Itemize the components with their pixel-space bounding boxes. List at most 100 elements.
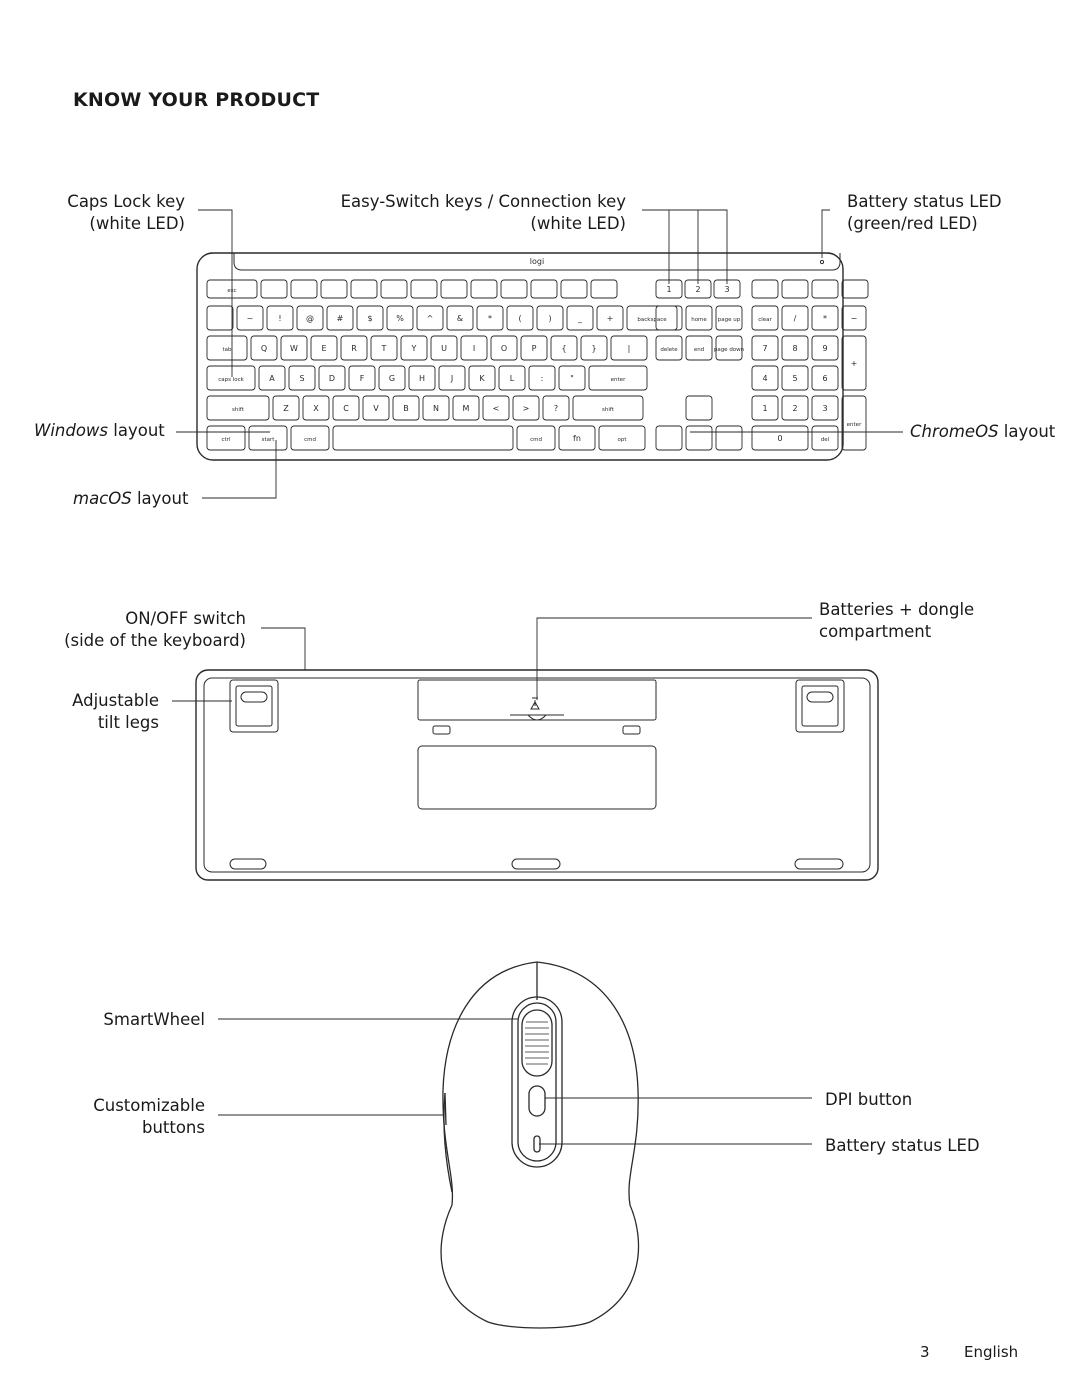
- keyboard-key: [386, 305, 414, 331]
- keyboard-key-label: S: [299, 374, 304, 383]
- keyboard-key: [296, 305, 324, 331]
- keyboard-key: [422, 395, 450, 421]
- keyboard-key-label: fn: [573, 434, 581, 443]
- keyboard-key-label: {: [561, 344, 566, 353]
- keyboard-key: [280, 335, 308, 361]
- keyboard-key-label: shift: [602, 407, 615, 413]
- keyboard-key-label: opt: [617, 437, 627, 443]
- keyboard-key-label: 8: [792, 344, 797, 353]
- function-key: [440, 279, 468, 299]
- keyboard-key-label: F: [360, 374, 365, 383]
- function-key: [560, 279, 588, 299]
- keyboard-key-label: delete: [660, 347, 678, 353]
- easy-switch-callout-line1: Easy-Switch keys / Connection key: [340, 192, 626, 211]
- keyboard-key-label: cmd: [530, 437, 542, 443]
- nav-key: [655, 335, 683, 361]
- keyboard-key-label: 7: [762, 344, 767, 353]
- keyboard-top-strip: [233, 253, 841, 271]
- keyboard-key-label: backspace: [637, 317, 667, 323]
- keyboard-key-label: /: [794, 314, 797, 323]
- function-key: [500, 279, 528, 299]
- keyboard-key: [520, 335, 548, 361]
- keyboard-key: [610, 335, 648, 361]
- keyboard-key-label: :: [541, 374, 544, 383]
- keyboard-key-label: X: [313, 404, 319, 413]
- keyboard-key-label: page up: [718, 317, 741, 323]
- keyboard-key-label: N: [433, 404, 439, 413]
- keyboard-key: [266, 305, 294, 331]
- keyboard-key-label: D: [329, 374, 335, 383]
- keyboard-key-label: 4: [762, 374, 767, 383]
- function-key: [781, 279, 809, 299]
- keyboard-key-label: P: [532, 344, 537, 353]
- keyboard-key-label: <: [493, 404, 500, 413]
- batteries-callout: Batteries + dongle compartment: [819, 599, 974, 643]
- keyboard-key-label: −: [851, 314, 858, 323]
- nav-key: [685, 305, 713, 331]
- keyboard-key-label: 9: [822, 344, 827, 353]
- function-key: [530, 279, 558, 299]
- keyboard-key-label: ": [570, 374, 574, 383]
- windows-layout-italic: Windows: [34, 421, 109, 440]
- keyboard-key-label: (: [518, 314, 521, 323]
- numpad-key: [841, 305, 867, 331]
- keyboard-key-label: W: [290, 344, 298, 353]
- keyboard-key-label: +: [851, 359, 858, 368]
- keyboard-key: [542, 395, 570, 421]
- arrow-key: [685, 395, 713, 421]
- easy-switch-callout-line2: (white LED): [530, 214, 626, 233]
- keyboard-key-label: page down: [714, 347, 745, 353]
- keyboard-key-label: A: [269, 374, 275, 383]
- keyboard-key: [596, 305, 624, 331]
- keyboard-key-label: B: [403, 404, 409, 413]
- smartwheel-icon: [521, 1009, 553, 1077]
- keyboard-key: [236, 305, 264, 331]
- keyboard-key-label: E: [321, 344, 326, 353]
- keyboard-key: [528, 365, 556, 391]
- keyboard-key: [370, 335, 398, 361]
- keyboard-key: [340, 335, 368, 361]
- keyboard-battery-callout: Battery status LED (green/red LED): [847, 191, 1002, 235]
- keyboard-key: [460, 335, 488, 361]
- keyboard-key-label: 2: [695, 285, 700, 294]
- keyboard-key-label: $: [367, 314, 372, 323]
- keyboard-key-label: @: [306, 314, 314, 323]
- function-key: [320, 279, 348, 299]
- keyboard-key-label: K: [479, 374, 485, 383]
- keyboard-key-label: U: [441, 344, 447, 353]
- keyboard-key: [348, 365, 376, 391]
- keyboard-key: [356, 305, 384, 331]
- keyboard-body: [196, 252, 844, 461]
- keyboard-key: [588, 365, 648, 391]
- keyboard-key: [536, 305, 564, 331]
- batteries-callout-line1: Batteries + dongle: [819, 600, 975, 619]
- keyboard-key: [452, 395, 480, 421]
- keyboard-key-label: 6: [822, 374, 827, 383]
- macos-layout-callout: macOS layout: [73, 488, 188, 510]
- keyboard-key-label: start: [262, 437, 276, 443]
- numpad-key: [781, 335, 809, 361]
- mouse-center-panel: [511, 996, 563, 1168]
- keyboard-key: [206, 425, 246, 451]
- dpi-button-icon: [528, 1085, 546, 1117]
- keyboard-key: [206, 365, 256, 391]
- keyboard-key: [250, 335, 278, 361]
- keyboard-key: [310, 335, 338, 361]
- numpad-key: [751, 395, 779, 421]
- chromeos-layout-callout: ChromeOS layout: [910, 421, 1055, 443]
- keyboard-key-label: #: [337, 314, 344, 323]
- chromeos-layout-italic: ChromeOS: [910, 422, 999, 441]
- keyboard-key-label: }: [591, 344, 596, 353]
- function-key: [811, 279, 839, 299]
- function-key: [841, 279, 869, 299]
- function-key: [590, 279, 618, 299]
- custom-buttons-callout-line1: Customizable: [93, 1096, 205, 1115]
- keyboard-key: [362, 395, 390, 421]
- keyboard-key: [272, 395, 300, 421]
- on-off-callout: ON/OFF switch (side of the keyboard): [64, 608, 246, 652]
- tilt-leg-right: [795, 679, 845, 733]
- keyboard-key: [332, 395, 360, 421]
- keyboard-key-label: 0: [777, 434, 782, 443]
- keyboard-key: [468, 365, 496, 391]
